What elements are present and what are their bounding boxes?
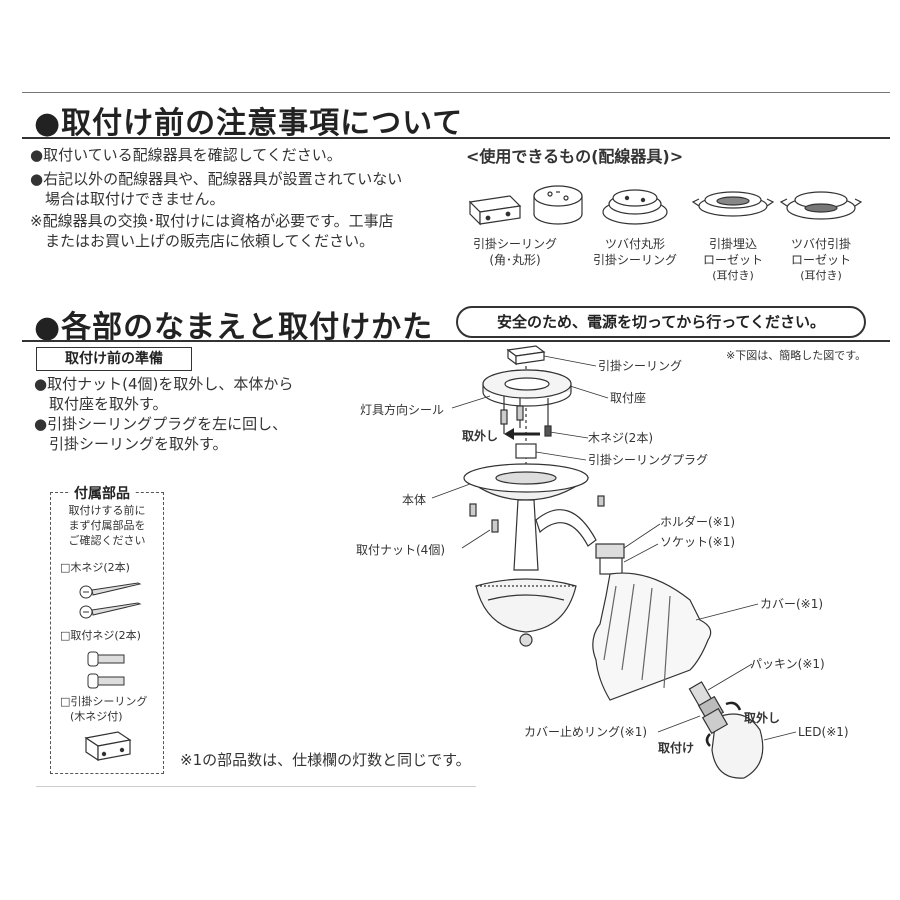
label-base: 取付座 (610, 391, 647, 405)
footnote: ※1の部品数は、仕様欄の灯数と同じです。 (180, 751, 471, 769)
label-plug: 引掛シーリングプラグ (588, 453, 709, 467)
device-3-label: 引掛埋込ローゼット(耳付き) (702, 237, 763, 282)
label-remove: 取外し (744, 711, 781, 725)
note-1: ●取付いている配線器具を確認してください。 (30, 146, 342, 164)
label-led: LED(※1) (798, 725, 849, 739)
label-seal: 灯具方向シール (360, 403, 445, 417)
ceiling-accessory-label: □引掛シーリング (60, 695, 148, 708)
prep-heading: 取付け前の準備 (36, 347, 192, 371)
label-cover: カバー(※1) (760, 597, 824, 611)
device-2-label: ツバ付丸形引掛シーリング (592, 237, 677, 267)
prep-line-4: 引掛シーリングを取外す。 (34, 435, 228, 453)
accessories-intro: 取付けする前に まず付属部品を ご確認ください (68, 504, 146, 547)
label-nut: 取付ナット(4個) (356, 543, 445, 557)
label-attach: 取付け (658, 741, 695, 755)
safety-notice: 安全のため、電源を切ってから行ってください。 (456, 306, 866, 338)
note-2: ●右記以外の配線器具や、配線器具が設置されていない (30, 170, 403, 188)
bottom-rule (36, 786, 476, 787)
section2-title: ●各部のなまえと取付けかた (34, 310, 434, 345)
prep-line-2: 取付座を取外す。 (34, 395, 168, 413)
mount-screws-label: □取付ネジ(2本) (60, 629, 141, 642)
prep-line-1: ●取付ナット(4個)を取外し、本体から (34, 375, 294, 393)
wood-screws-label: □木ネジ(2本) (60, 561, 130, 574)
diagram-note: ※下図は、簡略した図です。 (726, 349, 867, 362)
section2-rule (22, 340, 890, 342)
device-4-label: ツバ付引掛ローゼット(耳付き) (790, 237, 851, 282)
label-body: 本体 (402, 493, 427, 507)
device-1-label: 引掛シーリング(角･丸形) (472, 237, 557, 267)
note-5: またはお買い上げの販売店に依頼してください。 (30, 232, 375, 250)
label-ring: カバー止めリング(※1) (524, 725, 648, 739)
accessories-title: 付属部品 (70, 483, 134, 503)
label-ceiling: 引掛シーリング (598, 359, 683, 373)
label-wood-screw: 木ネジ(2本) (588, 431, 653, 445)
ceiling-accessory-sub: (木ネジ付) (70, 710, 123, 723)
note-4: ※配線器具の交換･取付けには資格が必要です。工事店 (30, 212, 394, 230)
label-socket: ソケット(※1) (660, 535, 736, 549)
prep-line-3: ●引掛シーリングプラグを左に回し、 (34, 415, 288, 433)
note-3: 場合は取付けできません。 (30, 190, 225, 208)
label-holder: ホルダー(※1) (660, 515, 736, 529)
section1-title: ●取付け前の注意事項について (34, 106, 464, 141)
usable-heading: <使用できるもの(配線器具)> (466, 147, 684, 166)
label-packing: パッキン(※1) (750, 657, 825, 671)
section1-rule (22, 137, 890, 139)
label-remove-arrow: 取外し (462, 429, 499, 443)
